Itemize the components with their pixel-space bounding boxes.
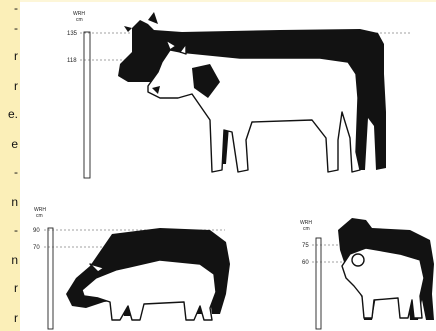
pig-unit-sub: cm (36, 213, 43, 219)
pig-tick-upper: 90 (33, 228, 40, 234)
pig-scale-bar (48, 228, 53, 329)
sheep-panel: WRH cm 75 60 (300, 218, 434, 329)
sheep-scale-bar (316, 238, 321, 329)
side-text-glyph: r (14, 312, 18, 324)
side-text-glyph: e. (8, 108, 18, 120)
animal-height-figure: WRH cm 135 118 WRH cm 90 70 (20, 2, 436, 331)
side-text-glyph: - (14, 2, 18, 14)
sheep-tick-lower: 60 (302, 260, 309, 266)
pig-outline-small (82, 260, 216, 320)
cattle-scale-bar (84, 32, 90, 178)
figure-svg: WRH cm 135 118 WRH cm 90 70 (20, 2, 436, 331)
sheep-unit-sub: cm (303, 226, 310, 232)
cattle-tick-upper: 135 (67, 31, 78, 37)
side-text-glyph: r (14, 282, 18, 294)
sheep-tick-upper: 75 (302, 243, 309, 249)
side-text-glyph: - (14, 224, 18, 236)
side-text-glyph: e (11, 138, 18, 150)
cattle-unit-sub: cm (76, 17, 83, 23)
side-text-strip: - - r r e. e - n - n r r (0, 0, 20, 331)
side-text-glyph: - (14, 166, 18, 178)
side-text-glyph: r (14, 50, 18, 62)
side-text-glyph: - (14, 22, 18, 34)
side-text-glyph: n (11, 254, 18, 266)
pig-tick-lower: 70 (33, 245, 40, 251)
cattle-panel: WRH cm 135 118 (67, 11, 410, 178)
cattle-tick-lower: 118 (67, 58, 77, 64)
side-text-glyph: n (11, 196, 18, 208)
pig-panel: WRH cm 90 70 (33, 207, 230, 329)
side-text-glyph: r (14, 80, 18, 92)
cattle-outline-small (148, 40, 360, 172)
